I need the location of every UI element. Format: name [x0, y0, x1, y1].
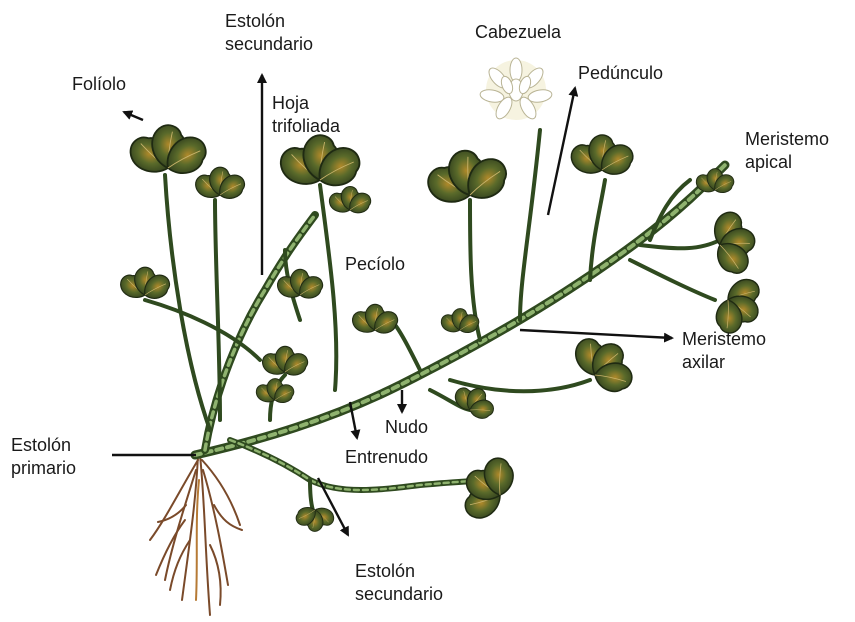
- label-line: Estolón: [11, 434, 76, 457]
- label-cabezuela: Cabezuela: [475, 21, 561, 44]
- label-estolon-secundario-top: Estolón secundario: [225, 10, 313, 56]
- label-line: Hoja: [272, 92, 340, 115]
- label-foliolo: Folíolo: [72, 73, 126, 96]
- label-line: secundario: [225, 33, 313, 56]
- label-line: Estolón: [225, 10, 313, 33]
- label-line: Estolón: [355, 560, 443, 583]
- label-nudo: Nudo: [385, 416, 428, 439]
- label-line: secundario: [355, 583, 443, 606]
- label-line: Meristemo: [745, 128, 829, 151]
- label-pedunculo: Pedúnculo: [578, 62, 663, 85]
- label-line: apical: [745, 151, 829, 174]
- label-line: trifoliada: [272, 115, 340, 138]
- label-estolon-secundario-bottom: Estolón secundario: [355, 560, 443, 606]
- label-line: axilar: [682, 351, 766, 374]
- label-hoja-trifoliada: Hoja trifoliada: [272, 92, 340, 138]
- label-entrenudo: Entrenudo: [345, 446, 428, 469]
- flower-head: [479, 58, 553, 121]
- label-meristemo-axilar: Meristemo axilar: [682, 328, 766, 374]
- label-meristemo-apical: Meristemo apical: [745, 128, 829, 174]
- label-line: Meristemo: [682, 328, 766, 351]
- label-line: primario: [11, 457, 76, 480]
- label-estolon-primario: Estolón primario: [11, 434, 76, 480]
- roots: [150, 455, 242, 615]
- label-peciolo: Pecíolo: [345, 253, 405, 276]
